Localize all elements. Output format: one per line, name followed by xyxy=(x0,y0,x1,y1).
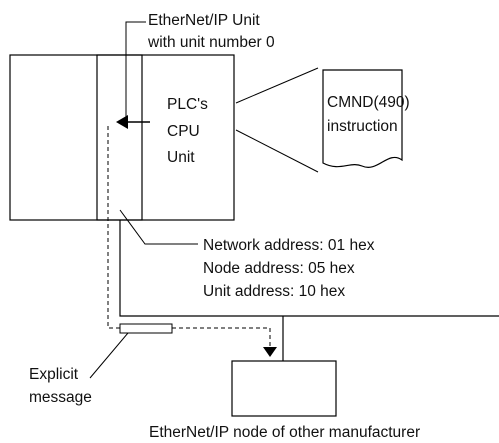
network-address-label: Network address: 01 hex xyxy=(203,237,375,254)
explicit-message-label-line1: Explicit xyxy=(29,366,79,383)
instruction-label-line2: instruction xyxy=(327,118,398,135)
unit-leader-line xyxy=(125,21,146,118)
address-leader-line xyxy=(119,209,198,245)
ethernet-ip-unit xyxy=(96,54,143,221)
instruction-leader-top xyxy=(235,67,319,104)
plc-label-line2: CPU xyxy=(167,123,200,140)
plc-label-line1: PLC's xyxy=(167,96,208,113)
unit-label-line1: EtherNet/IP Unit xyxy=(148,12,260,29)
explicit-message-label-line2: message xyxy=(29,389,92,406)
other-node-label: EtherNet/IP node of other manufacturer xyxy=(149,424,420,441)
message-arrow-head xyxy=(263,347,277,357)
explicit-message-path xyxy=(107,126,271,350)
other-manufacturer-node xyxy=(231,360,337,417)
instruction-document xyxy=(322,69,403,168)
cpu-arrow-head xyxy=(116,115,128,129)
node-address-label: Node address: 05 hex xyxy=(203,260,355,277)
unit-label-line2: with unit number 0 xyxy=(147,34,275,51)
instruction-leader-bottom xyxy=(235,129,319,173)
plc-rack xyxy=(9,54,235,221)
instruction-label-line1: CMND(490) xyxy=(327,94,410,111)
message-packet xyxy=(119,323,173,334)
unit-address-label: Unit address: 10 hex xyxy=(203,283,345,300)
message-leader-line xyxy=(89,332,129,379)
plc-label-line3: Unit xyxy=(167,149,195,166)
ethernet-cable xyxy=(119,220,499,317)
